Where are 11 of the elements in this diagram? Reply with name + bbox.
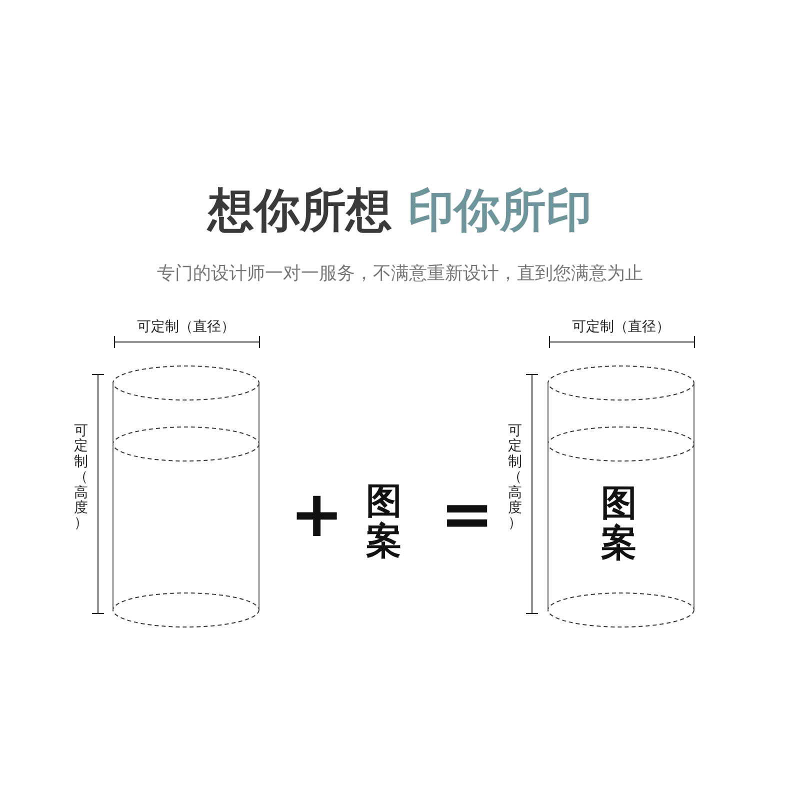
equals-sign: = <box>439 480 495 550</box>
plus-sign: + <box>290 480 340 550</box>
title-text: 印你所印 <box>408 183 592 237</box>
pattern-text: 图案 <box>366 482 402 562</box>
diameter-label: 可定制（直径） <box>136 318 236 336</box>
height-label: 可定制（高度） <box>74 424 88 532</box>
title-text: 想你所想 <box>208 183 392 237</box>
subtitle-text: 专门的设计师一对一服务，不满意重新设计，直到您满意为止 <box>156 264 644 284</box>
pattern-text: 图案 <box>601 484 637 564</box>
height-label: 可定制（高度） <box>508 424 522 532</box>
diameter-label: 可定制（直径） <box>571 318 671 336</box>
